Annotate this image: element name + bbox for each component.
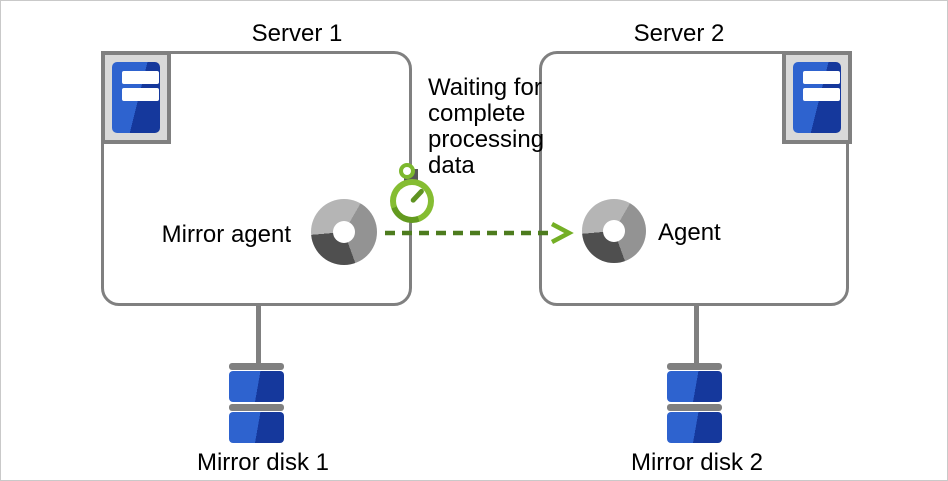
stopwatch-crown (399, 163, 415, 179)
server2-server-icon (782, 51, 852, 144)
disk-cap (229, 363, 284, 370)
server-slot-bar (122, 71, 159, 84)
disk-divider (229, 404, 284, 411)
agent-donut-icon (582, 199, 646, 263)
server1-title: Server 1 (251, 20, 343, 47)
waiting-annotation: Waiting for complete processing data (428, 74, 545, 179)
disk-cap (667, 363, 722, 370)
mirror-agent-label: Mirror agent (161, 221, 291, 248)
mirror-disk1-label: Mirror disk 1 (196, 449, 329, 476)
disk-platter (229, 371, 284, 402)
server2-disk-connector (694, 304, 699, 364)
server-slot-bar (122, 88, 159, 101)
server-chassis (112, 62, 160, 133)
dashed-arrow-icon (385, 222, 574, 244)
server2-title: Server 2 (633, 20, 725, 47)
mirror-disk2-label: Mirror disk 2 (630, 449, 763, 476)
disk-platter (667, 412, 722, 443)
server1-server-icon (101, 51, 171, 144)
mirror-agent-donut-icon (311, 199, 377, 265)
server-chassis (793, 62, 841, 133)
disk-platter (667, 371, 722, 402)
disk-divider (667, 404, 722, 411)
disk-platter (229, 412, 284, 443)
server-slot-bar (803, 88, 840, 101)
server-slot-bar (803, 71, 840, 84)
server1-disk-connector (256, 304, 261, 364)
mirror-disk2-icon (667, 363, 722, 443)
agent-label: Agent (658, 219, 721, 246)
mirror-disk1-icon (229, 363, 284, 443)
